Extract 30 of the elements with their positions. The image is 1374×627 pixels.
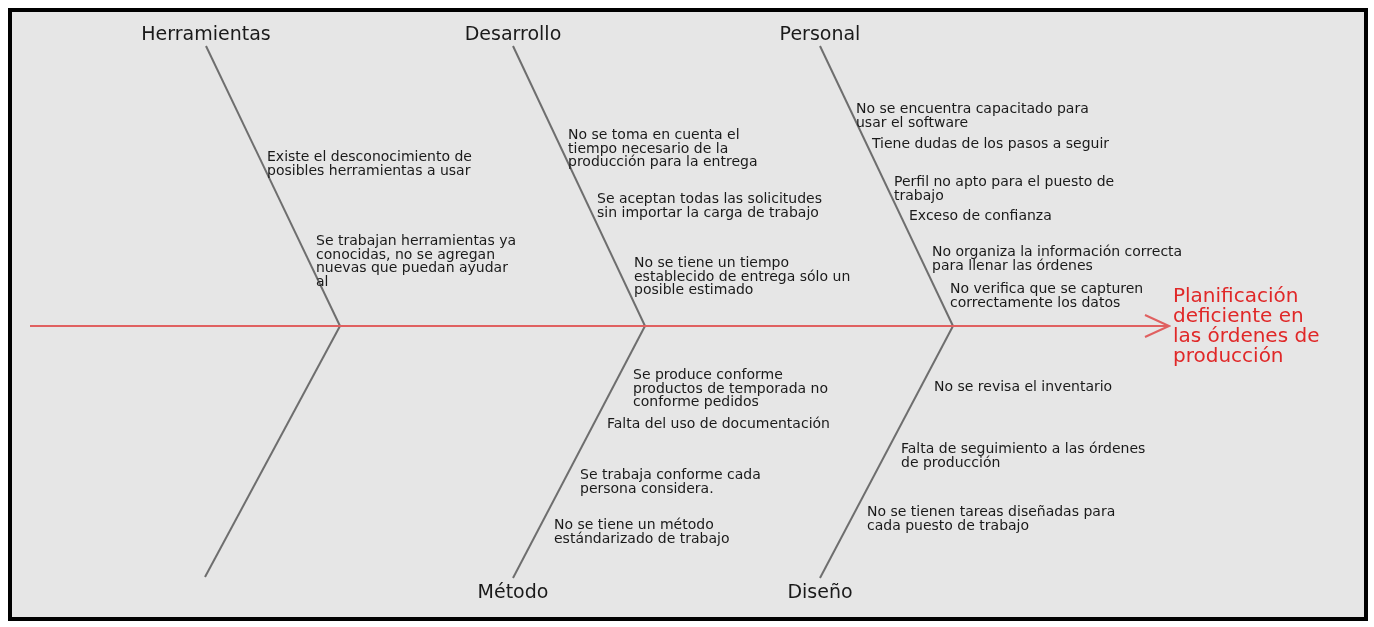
cause-text: No verifica que se capturen correctamente los datos <box>950 282 1145 309</box>
spine-arrow <box>29 314 1170 338</box>
category-label: Desarrollo <box>464 22 562 44</box>
category-label: Personal <box>779 22 861 44</box>
category-label: Método <box>477 580 549 602</box>
cause-text: Falta de seguimiento a las órdenes de producción <box>901 442 1147 469</box>
bone-line <box>819 325 954 579</box>
category-label: Herramientas <box>141 22 271 44</box>
effect-label: Planificación deficiente en las órdenes de producción <box>1173 285 1323 365</box>
cause-text: Se produce conforme productos de temporada no conforme pedidos <box>633 368 829 409</box>
cause-text: Perfil no apto para el puesto de trabajo <box>894 175 1116 202</box>
category-label: Diseño <box>787 580 853 602</box>
cause-text: Tiene dudas de los pasos a seguir <box>872 137 1111 151</box>
cause-text: Se aceptan todas las solicitudes sin importar la carga de trabajo <box>597 192 823 219</box>
cause-text: Se trabaja conforme cada persona considera. <box>580 468 762 495</box>
bone-line <box>205 45 341 327</box>
cause-text: No organiza la información correcta para llenar las órdenes <box>932 245 1184 272</box>
cause-text: No se toma en cuenta el tiempo necesario de la producción para la entrega <box>568 128 759 169</box>
cause-text: No se tienen tareas diseñadas para cada puesto de trabajo <box>867 505 1117 532</box>
cause-text: No se encuentra capacitado para usar el software <box>856 102 1090 129</box>
bone-line <box>819 45 954 327</box>
cause-text: Se trabajan herramientas ya conocidas, no se agregan nuevas que puedan ayudar al <box>316 234 518 288</box>
cause-text: Existe el desconocimiento de posibles herramientas a usar <box>267 150 473 177</box>
cause-text: Exceso de confianza <box>909 209 1053 223</box>
bone-line <box>512 325 646 579</box>
cause-text: No se revisa el inventario <box>934 380 1114 394</box>
cause-text: No se tiene un método estándarizado de trabajo <box>554 518 731 545</box>
cause-text: No se tiene un tiempo establecido de entrega sólo un posible estimado <box>634 256 852 297</box>
bone-line <box>512 45 646 327</box>
cause-text: Falta del uso de documentación <box>607 417 831 431</box>
